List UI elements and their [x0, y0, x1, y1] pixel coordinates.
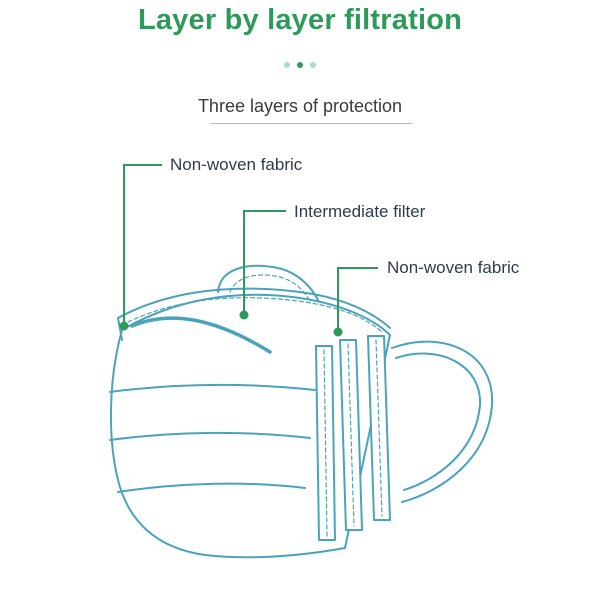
page-title: Layer by layer filtration	[137, 4, 463, 36]
subtitle: Three layers of protection	[197, 96, 403, 116]
pleat-1	[109, 383, 316, 393]
leader-line-middle	[243, 210, 286, 315]
ear-loop-right	[391, 340, 494, 503]
carousel-dot[interactable]	[310, 62, 316, 68]
carousel-dot-active[interactable]	[297, 62, 303, 68]
leader-dot-inner	[333, 327, 343, 337]
carousel-dots	[0, 62, 600, 68]
leader-dot-outer	[119, 321, 129, 331]
leader-dot-middle	[239, 310, 249, 320]
leader-line-outer	[123, 164, 162, 326]
carousel-dot[interactable]	[284, 62, 290, 68]
label-middle-layer: Intermediate filter	[294, 202, 426, 221]
pleat-2	[109, 431, 311, 441]
pleat-3	[117, 482, 306, 493]
leader-line-inner	[337, 267, 378, 332]
subtitle-underline	[210, 123, 412, 124]
label-inner-layer: Non-woven fabric	[387, 258, 520, 277]
label-outer-layer: Non-woven fabric	[170, 155, 303, 174]
